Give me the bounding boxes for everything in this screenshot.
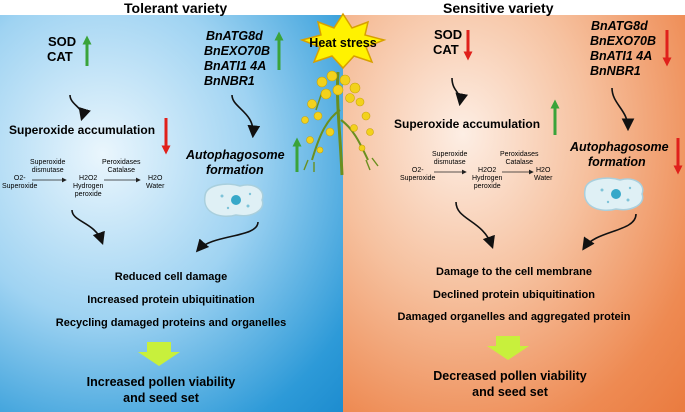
left-h2o-label: H2O Water	[146, 175, 164, 191]
left-o2-label: O2- Superoxide	[2, 175, 37, 191]
left-final-result: Increased pollen viability and seed set	[87, 374, 236, 406]
left-step2-label: Peroxidases Catalase	[102, 159, 141, 175]
right-h2o-label: H2O Water	[534, 167, 552, 183]
left-o2-formula: O2-	[13, 175, 26, 182]
left-final-line2: and seed set	[123, 391, 199, 405]
right-outcome-2: Declined protein ubiquitination	[433, 289, 595, 301]
left-superoxide-label: Superoxide accumulation	[9, 123, 156, 137]
left-step2-line1: Peroxidases	[102, 159, 141, 166]
left-flow-arrow-4	[195, 221, 259, 253]
right-step2-line1: Peroxidases	[500, 151, 539, 158]
left-step1-line1: Superoxide	[30, 159, 66, 166]
left-flow-arrow-1	[69, 94, 91, 122]
left-flow-arrow-2	[231, 94, 261, 139]
right-gene-4: BnNBR1	[590, 64, 641, 78]
right-outcome-3: Damaged organelles and aggregated protei…	[397, 311, 631, 323]
left-h2o2-name1: Hydrogen	[73, 183, 104, 190]
right-step1-line1: Superoxide	[432, 151, 468, 158]
left-gene-3: BnATI1 4A	[204, 59, 267, 73]
tolerant-panel	[0, 15, 343, 412]
right-autophagosome-line1: Autophagosome	[570, 140, 669, 154]
right-step2-label: Peroxidases Catalase	[500, 151, 539, 167]
left-gene-1: BnATG8d	[206, 29, 263, 43]
right-o2-formula: O2-	[411, 167, 424, 174]
right-final-result: Decreased pollen viability and seed set	[433, 368, 587, 400]
right-flow-arrow-3	[455, 201, 495, 250]
right-gene-2: BnEXO70B	[590, 34, 656, 48]
rapeseed-flower-icon	[301, 70, 379, 176]
right-flow-arrow-4	[582, 213, 637, 251]
right-h2o2-name2: peroxide	[473, 183, 501, 190]
right-outcome-1: Damage to the cell membrane	[436, 266, 592, 278]
right-flow-arrow-2	[611, 87, 635, 132]
left-h2o2-formula: H2O2	[79, 175, 98, 182]
right-flow-arrow-1	[451, 77, 469, 107]
left-gene-2: BnEXO70B	[204, 44, 270, 58]
left-outcome-3: Recycling damaged proteins and organelle…	[55, 317, 287, 329]
right-o2-label: O2- Superoxide	[400, 167, 435, 183]
right-step1-line2: dismutase	[433, 159, 466, 166]
left-enzyme-cat: CAT	[47, 49, 73, 64]
left-outcome-2: Increased protein ubiquitination	[87, 294, 255, 306]
heat-stress-label: Heat stress	[309, 36, 377, 50]
left-flow-arrow-3	[71, 209, 105, 246]
left-h2o-formula: H2O	[148, 175, 163, 182]
right-h2o-name: Water	[534, 175, 553, 182]
left-step1-line2: dismutase	[31, 167, 64, 174]
left-autophagosome-line1: Autophagosome	[186, 148, 285, 162]
right-h2o2-formula: H2O2	[478, 167, 497, 174]
left-o2-name: Superoxide	[2, 183, 38, 190]
right-step2-line2: Catalase	[505, 159, 534, 166]
heat-stress-burst-icon	[299, 12, 387, 70]
right-final-line2: and seed set	[472, 385, 548, 399]
right-gene-3: BnATI1 4A	[590, 49, 653, 63]
left-h2o-name: Water	[146, 183, 165, 190]
right-enzyme-sod: SOD	[434, 27, 463, 42]
final-arrow-right	[487, 336, 529, 360]
right-h2o2-name1: Hydrogen	[472, 175, 503, 182]
autophagosome-cell-icon-right	[584, 177, 644, 211]
sensitive-header: Sensitive variety	[443, 0, 554, 16]
right-autophagosome-line2: formation	[588, 155, 646, 169]
right-o2-name: Superoxide	[400, 175, 436, 182]
right-gene-1: BnATG8d	[591, 19, 648, 33]
left-enzyme-sod: SOD	[48, 34, 77, 49]
left-outcome-1: Reduced cell damage	[114, 271, 228, 283]
left-autophagosome-line2: formation	[206, 163, 264, 177]
right-step1-label: Superoxide dismutase	[432, 151, 467, 167]
final-arrow-left	[138, 342, 180, 366]
tolerant-header: Tolerant variety	[124, 0, 228, 16]
left-h2o2-name2: peroxide	[74, 191, 102, 198]
left-final-line1: Increased pollen viability	[86, 375, 236, 389]
left-step1-label: Superoxide dismutase	[30, 159, 65, 175]
left-gene-4: BnNBR1	[204, 74, 255, 88]
right-h2o2-label: H2O2 Hydrogen peroxide	[472, 167, 502, 191]
right-final-line1: Decreased pollen viability	[433, 369, 587, 383]
left-step2-line2: Catalase	[107, 167, 136, 174]
left-h2o2-label: H2O2 Hydrogen peroxide	[73, 175, 103, 199]
right-superoxide-label: Superoxide accumulation	[394, 117, 541, 131]
right-enzyme-cat: CAT	[433, 42, 459, 57]
autophagosome-cell-icon-left	[204, 183, 264, 217]
right-h2o-formula: H2O	[536, 167, 551, 174]
